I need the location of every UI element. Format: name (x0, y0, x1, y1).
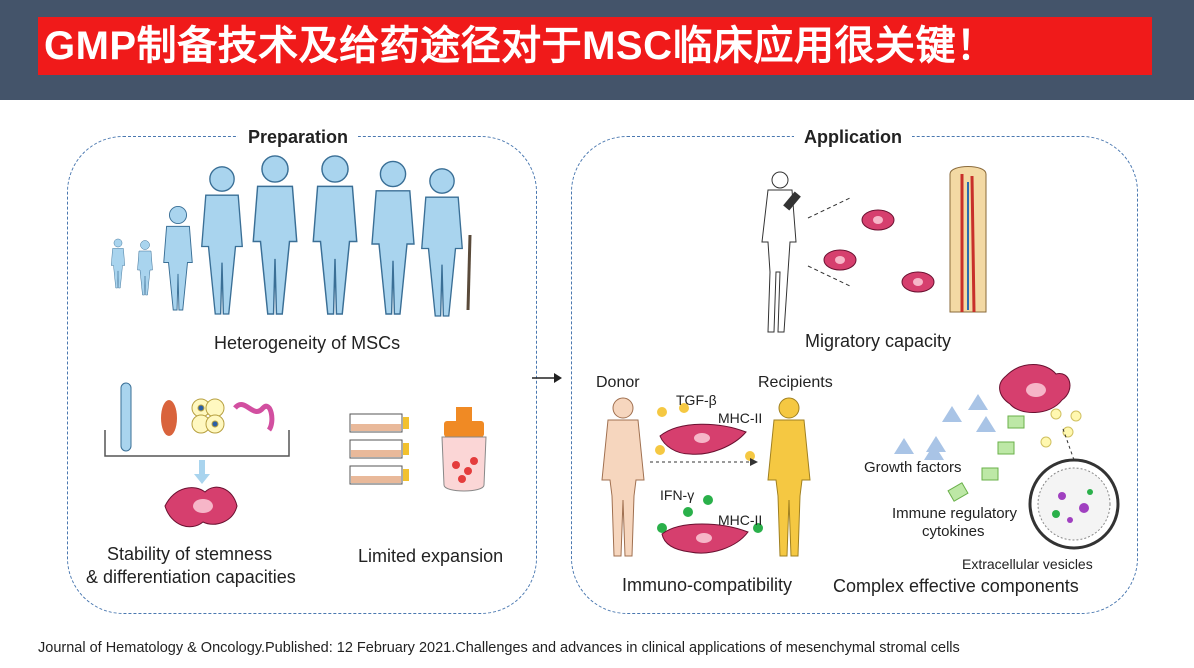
growth-factors-label: Growth factors (864, 459, 962, 476)
recipient-silhouette (767, 397, 811, 557)
human-growth-illustration (111, 155, 472, 317)
immune-regulatory-label-line2: cytokines (922, 523, 985, 540)
bone-icon (120, 382, 132, 452)
culture-flasks-icon (349, 413, 409, 485)
down-arrow-icon (194, 460, 210, 484)
bone-section-icon (949, 166, 987, 313)
complex-components-label: Complex effective components (833, 576, 1079, 596)
title-banner: GMP制备技术及给药途径对于MSC临床应用很关键！ (38, 17, 1152, 75)
syringe-icon (783, 191, 801, 211)
migratory-label: Migratory capacity (805, 331, 952, 351)
recipients-label: Recipients (758, 374, 833, 391)
citation-footer: Journal of Hematology & Oncology.Publish… (38, 640, 960, 656)
stability-label-line1: Stability of stemness (107, 544, 273, 564)
page-title: GMP制备技术及给药途径对于MSC临床应用很关键！ (44, 24, 997, 68)
extracellular-vesicles-label: Extracellular vesicles (962, 556, 1093, 572)
components-illustration (894, 364, 1120, 550)
mhc-ii-bottom-label: MHC-II (718, 512, 763, 528)
tgf-beta-label: TGF-β (676, 392, 717, 408)
panel-arrow-icon (532, 373, 562, 383)
immune-regulatory-label-line1: Immune regulatory (892, 505, 1018, 522)
preparation-panel: Preparation (67, 126, 537, 614)
application-panel: Application (571, 126, 1138, 614)
header-bar: GMP制备技术及给药途径对于MSC临床应用很关键！ (0, 0, 1194, 100)
bioreactor-icon (441, 407, 487, 492)
patient-silhouette (761, 189, 797, 333)
donor-label: Donor (596, 374, 640, 391)
msc-cell-icon (164, 486, 238, 528)
walking-cane-icon (466, 234, 472, 311)
application-heading: Application (794, 126, 912, 148)
neuron-icon (233, 402, 275, 432)
preparation-heading: Preparation (238, 126, 359, 148)
heterogeneity-label: Heterogeneity of MSCs (214, 333, 401, 353)
immuno-cells-illustration (650, 403, 763, 554)
donor-silhouette (601, 397, 645, 557)
stability-label-line2: & differentiation capacities (86, 567, 296, 587)
ifn-gamma-label: IFN-γ (660, 487, 695, 503)
migratory-illustration (761, 166, 987, 333)
muscle-icon (161, 400, 177, 436)
adipocyte-icon (191, 398, 225, 434)
differentiation-tray (104, 382, 290, 457)
limited-expansion-label: Limited expansion (358, 546, 504, 566)
mhc-ii-top-label: MHC-II (718, 410, 763, 426)
immuno-compatibility-label: Immuno-compatibility (622, 575, 793, 595)
